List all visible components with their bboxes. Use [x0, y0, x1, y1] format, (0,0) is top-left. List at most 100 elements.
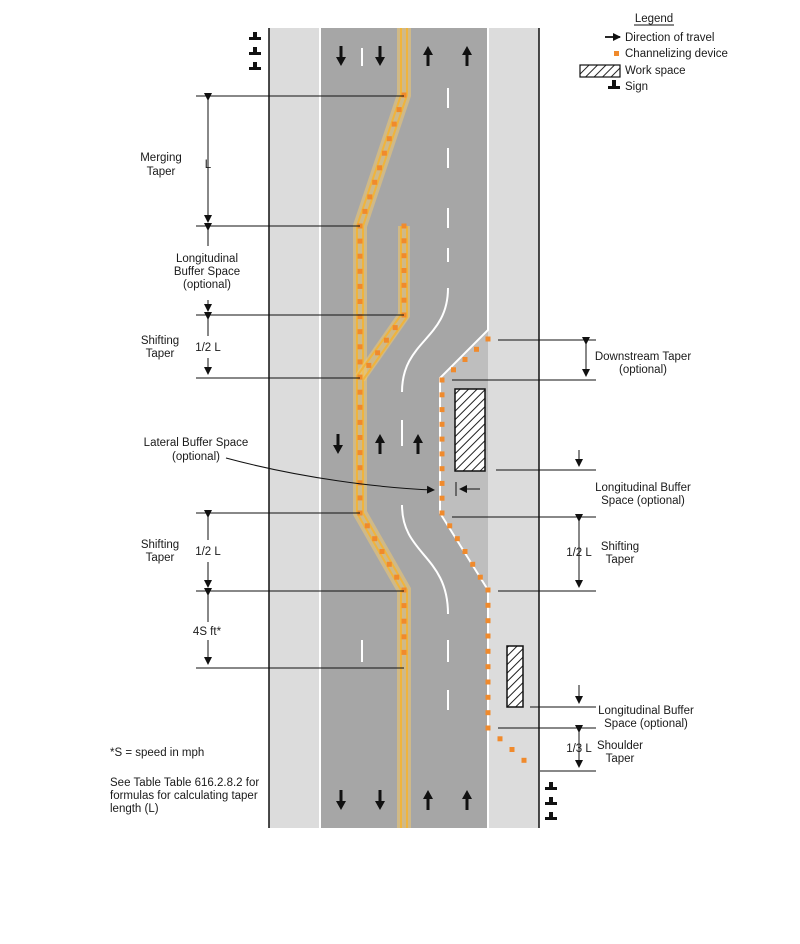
label-merging-taper-2: Taper — [147, 166, 176, 178]
label-lateral-buffer-2: (optional) — [172, 451, 220, 463]
channelizing-device — [401, 649, 407, 655]
arrow-up-icon — [423, 790, 433, 810]
arrow-up-icon — [462, 790, 472, 810]
note-table-2: formulas for calculating taper — [110, 790, 258, 802]
centerline-yellow-a — [356, 28, 402, 828]
channelizing-device — [357, 329, 363, 335]
channelizing-device — [372, 536, 378, 542]
label-long-buffer-r4: Space (optional) — [604, 718, 688, 730]
channelizing-device — [357, 374, 363, 380]
centerline-shift-yellow-b — [362, 226, 408, 381]
channelizing-device — [372, 179, 378, 185]
channelizing-device — [357, 389, 363, 395]
channelizing-device — [439, 407, 445, 413]
label-shifting-taper-b2: Taper — [146, 552, 175, 564]
channelizing-device — [439, 377, 445, 383]
channelizing-device — [381, 150, 387, 156]
arrow-up-icon — [413, 434, 423, 454]
channelizing-device — [439, 451, 445, 457]
arrow-down-icon — [333, 434, 343, 454]
lane-curve-upper — [401, 287, 449, 393]
label-shifting-taper-2: Taper — [146, 348, 175, 360]
channelizing-device — [386, 561, 392, 567]
channelizing-device — [401, 238, 407, 244]
channelizing-device — [485, 336, 491, 342]
channelizing-device — [357, 359, 363, 365]
sign-icon — [545, 782, 557, 790]
sign-icon — [249, 32, 261, 40]
channelizing-device — [401, 587, 407, 593]
label-4s: 4S ft* — [193, 626, 222, 638]
right-shoulder — [488, 28, 539, 828]
channelizing-device — [401, 603, 407, 609]
channelizing-device — [439, 466, 445, 472]
channelizing-device — [366, 362, 372, 368]
channelizing-device — [401, 297, 407, 303]
legend-device-icon — [614, 51, 619, 56]
direction-arrows — [333, 46, 472, 810]
label-half-L-b: 1/2 L — [195, 546, 221, 558]
label-L: L — [205, 159, 212, 171]
channelizing-device — [462, 357, 468, 362]
channelizing-device — [357, 450, 363, 456]
channelizing-device — [454, 536, 460, 542]
channelizing-device — [401, 92, 407, 98]
channelizing-device — [377, 165, 383, 171]
label-long-buffer-2: Buffer Space — [174, 266, 240, 278]
arrow-up-icon — [375, 434, 385, 454]
channelizing-device — [394, 574, 400, 580]
channelizing-device — [386, 136, 392, 142]
channelizing-device — [439, 510, 445, 516]
arrow-down-icon — [375, 46, 385, 66]
work-space-main — [454, 388, 486, 472]
channelizing-device — [357, 299, 363, 304]
channelizing-device — [485, 618, 491, 624]
lane-curve-lower — [401, 504, 449, 615]
channelizing-device — [357, 495, 363, 501]
channelizing-device — [485, 679, 491, 685]
channelizing-device — [462, 549, 468, 554]
note-table-3: length (L) — [110, 803, 159, 815]
label-long-buffer-r2: Space (optional) — [601, 495, 685, 507]
channelizing-device — [401, 618, 407, 624]
legend-device: Channelizing device — [625, 48, 728, 60]
label-shifting-taper-1: Shifting — [141, 335, 179, 347]
channelizing-device — [357, 419, 363, 425]
channelizing-device — [364, 523, 370, 529]
label-long-buffer-r1: Longitudinal Buffer — [595, 482, 691, 494]
channelizing-device — [401, 268, 407, 273]
channelizing-device — [439, 495, 445, 501]
channelizing-device — [392, 325, 398, 331]
channelizing-device — [357, 314, 363, 320]
legend-workspace: Work space — [625, 65, 686, 77]
channelizing-device — [470, 561, 476, 567]
channelizing-device — [485, 694, 491, 700]
channelizing-device — [439, 436, 445, 442]
arrow-up-icon — [423, 46, 433, 66]
channelizing-device — [521, 757, 527, 763]
channelizing-device — [447, 523, 453, 529]
channelizing-device — [485, 710, 491, 716]
channelizing-device — [401, 282, 407, 288]
sign-icon — [545, 797, 557, 805]
channelizing-device — [375, 350, 381, 356]
channelizing-device — [401, 223, 407, 229]
label-downstream-2: (optional) — [619, 364, 667, 376]
channelizing-device — [357, 404, 363, 410]
label-long-buffer-3: (optional) — [183, 279, 231, 291]
channelizing-device — [474, 346, 479, 352]
legend-sign: Sign — [625, 81, 648, 93]
channelizing-device — [367, 194, 373, 200]
channelizing-device — [357, 465, 363, 471]
channelizing-device — [439, 480, 445, 486]
channelizing-device — [485, 633, 491, 639]
label-shifting-taper-b1: Shifting — [141, 539, 179, 551]
lane-dashes — [361, 48, 449, 710]
note-speed: *S = speed in mph — [110, 747, 204, 759]
sign-icon — [545, 812, 557, 820]
sign-icon — [249, 62, 261, 70]
channelizing-device — [439, 392, 445, 398]
channelizing-device — [379, 549, 385, 554]
legend-direction: Direction of travel — [625, 32, 714, 44]
channelizing-device — [485, 725, 491, 731]
